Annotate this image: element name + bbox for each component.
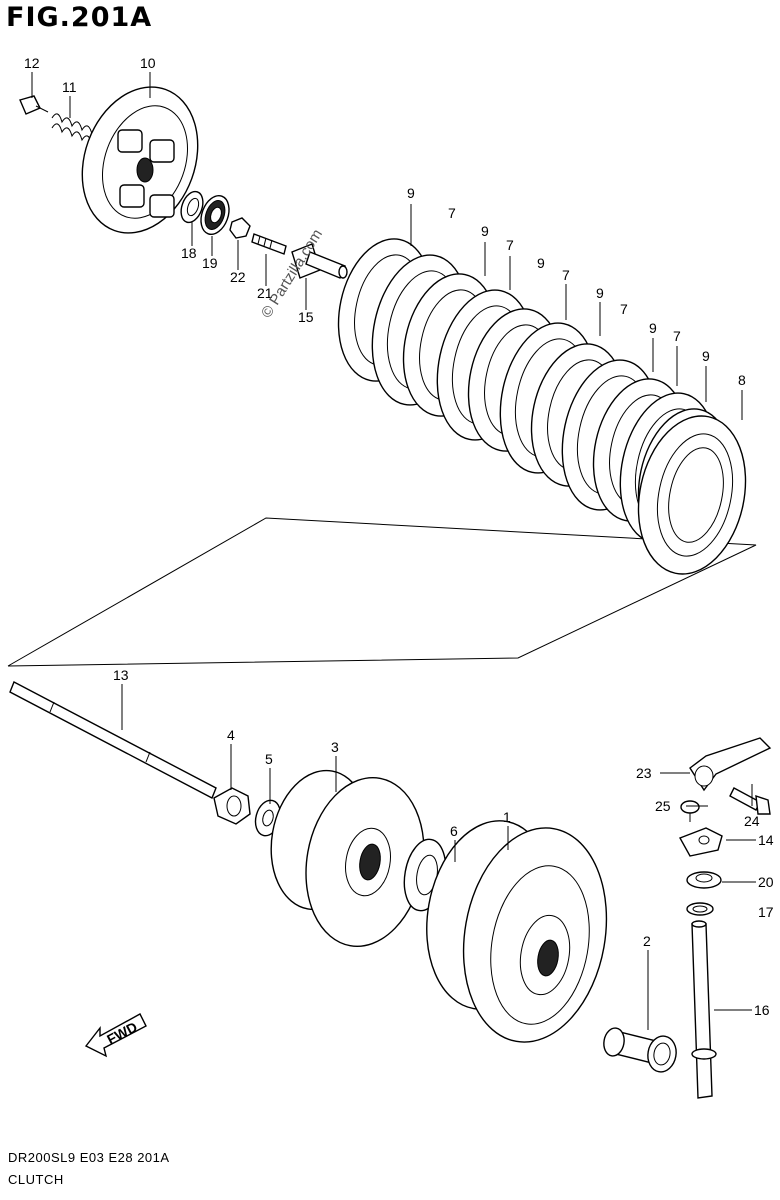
assembly-outline: [7, 517, 757, 667]
callout-12[interactable]: 12: [24, 55, 40, 71]
section-name: CLUTCH: [8, 1172, 64, 1187]
callout-9-5[interactable]: 9: [649, 320, 657, 336]
part-sleeve-hub-3[interactable]: [261, 763, 437, 956]
callout-8[interactable]: 8: [738, 372, 746, 388]
callout-9-1[interactable]: 9: [407, 185, 415, 201]
callout-7-2[interactable]: 7: [506, 237, 514, 253]
part-push-piece-15[interactable]: [291, 243, 348, 279]
callout-20[interactable]: 20: [758, 874, 774, 890]
fwd-direction-indicator: FWD: [84, 1013, 147, 1058]
part-push-rod-13[interactable]: [9, 681, 217, 799]
callout-10[interactable]: 10: [140, 55, 156, 71]
callout-5[interactable]: 5: [265, 751, 273, 767]
figure-title: FIG.201A: [6, 2, 153, 33]
part-oil-seal-20[interactable]: [686, 871, 722, 889]
callout-19[interactable]: 19: [202, 255, 218, 271]
callout-17[interactable]: 17: [758, 904, 774, 920]
callout-14[interactable]: 14: [758, 832, 774, 848]
callout-22[interactable]: 22: [230, 269, 246, 285]
part-drive-plate-8[interactable]: [625, 406, 760, 584]
part-bolt-12[interactable]: [19, 95, 49, 115]
callout-7-1[interactable]: 7: [448, 205, 456, 221]
callout-9-3[interactable]: 9: [537, 255, 545, 271]
callout-25[interactable]: 25: [655, 798, 671, 814]
callout-labels: 12 10 11 18 19 22 21 15 9 7 9 7 9 7 9 7 …: [24, 55, 774, 1018]
leader-lines: [31, 72, 756, 1030]
callout-16[interactable]: 16: [754, 1002, 770, 1018]
callout-4[interactable]: 4: [227, 727, 235, 743]
callout-24[interactable]: 24: [744, 813, 760, 829]
part-primary-driven-gear-1[interactable]: [412, 811, 622, 1054]
callout-7-4[interactable]: 7: [620, 301, 628, 317]
part-release-arm-23[interactable]: [689, 737, 772, 792]
part-washer-18[interactable]: [177, 189, 207, 226]
callout-3[interactable]: 3: [331, 739, 339, 755]
part-pressure-plate-10[interactable]: [63, 71, 218, 250]
callout-6[interactable]: 6: [450, 823, 458, 839]
part-camshaft-16[interactable]: [691, 920, 717, 1099]
callout-23[interactable]: 23: [636, 765, 652, 781]
part-bolt-24[interactable]: [729, 787, 771, 815]
callout-7-5[interactable]: 7: [673, 328, 681, 344]
callout-18[interactable]: 18: [181, 245, 197, 261]
callout-7-3[interactable]: 7: [562, 267, 570, 283]
part-bearing-19[interactable]: [196, 192, 234, 238]
callout-9-4[interactable]: 9: [596, 285, 604, 301]
part-o-ring-17[interactable]: [686, 902, 714, 916]
part-retainer-plate-14[interactable]: [678, 827, 723, 857]
callout-15[interactable]: 15: [298, 309, 314, 325]
callout-9-2[interactable]: 9: [481, 223, 489, 239]
callout-9-6[interactable]: 9: [702, 348, 710, 364]
part-spacer-2[interactable]: [602, 1026, 679, 1074]
part-nut-4[interactable]: [213, 787, 251, 825]
callout-2[interactable]: 2: [643, 933, 651, 949]
part-thrust-washer-6[interactable]: [399, 836, 451, 914]
callout-1[interactable]: 1: [503, 809, 511, 825]
part-nut-22[interactable]: [229, 217, 251, 239]
fwd-label: FWD: [104, 1018, 140, 1047]
model-code: DR200SL9 E03 E28 201A: [8, 1150, 170, 1165]
part-bolt-25[interactable]: [680, 800, 700, 822]
callout-21[interactable]: 21: [257, 285, 273, 301]
part-screw-21[interactable]: [251, 233, 287, 255]
callout-11[interactable]: 11: [62, 79, 77, 95]
callout-13[interactable]: 13: [113, 667, 129, 683]
